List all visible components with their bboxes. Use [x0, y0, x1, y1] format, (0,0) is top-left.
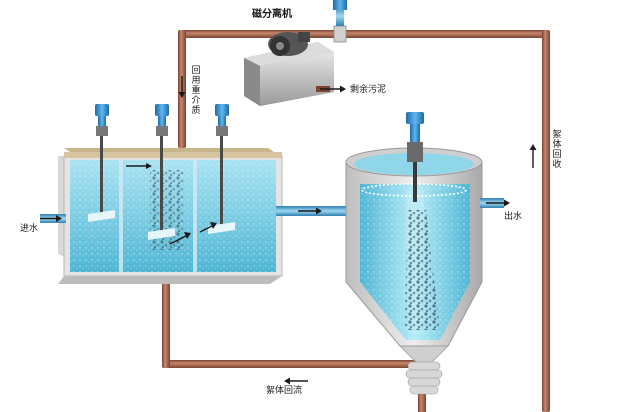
pipe-fitting	[333, 25, 347, 43]
settler-agitator	[406, 112, 424, 202]
outlet-arrow	[486, 199, 510, 207]
agitator-1	[88, 104, 115, 222]
medium-arrow	[178, 76, 186, 98]
return-medium-label: 回用重介质	[191, 66, 201, 116]
floc-return-pipe-bottom	[162, 360, 432, 368]
floc-recovery-label: 絮体回收	[552, 130, 562, 170]
inlet-arrow	[40, 215, 62, 222]
outlet-label: 出水	[504, 212, 523, 222]
separator-label: 磁分离机	[252, 9, 292, 20]
agitator-3	[208, 104, 235, 234]
inlet-label: 进水	[20, 224, 39, 234]
return-pipes	[162, 30, 550, 412]
agitator-2	[148, 104, 175, 240]
top-return-pipe	[178, 30, 550, 38]
recovery-arrow	[529, 144, 537, 168]
residual-sludge-label: 剩余污泥	[350, 85, 387, 95]
transfer-arrow	[298, 207, 322, 215]
magnetic-separator	[244, 32, 334, 106]
settler-tank	[345, 147, 483, 395]
internal-flow-arrows	[126, 163, 217, 245]
return-arrow	[284, 377, 308, 385]
floc-return-pipe-left	[162, 270, 170, 368]
valve-top-pipe	[336, 6, 344, 26]
floc-return-label: 絮体回流	[266, 386, 303, 396]
cone-outlet-pipe	[418, 392, 426, 412]
valve-top-motor	[333, 0, 347, 10]
floc-recovery-pipe	[542, 30, 550, 412]
sludge-arrow	[320, 85, 346, 93]
